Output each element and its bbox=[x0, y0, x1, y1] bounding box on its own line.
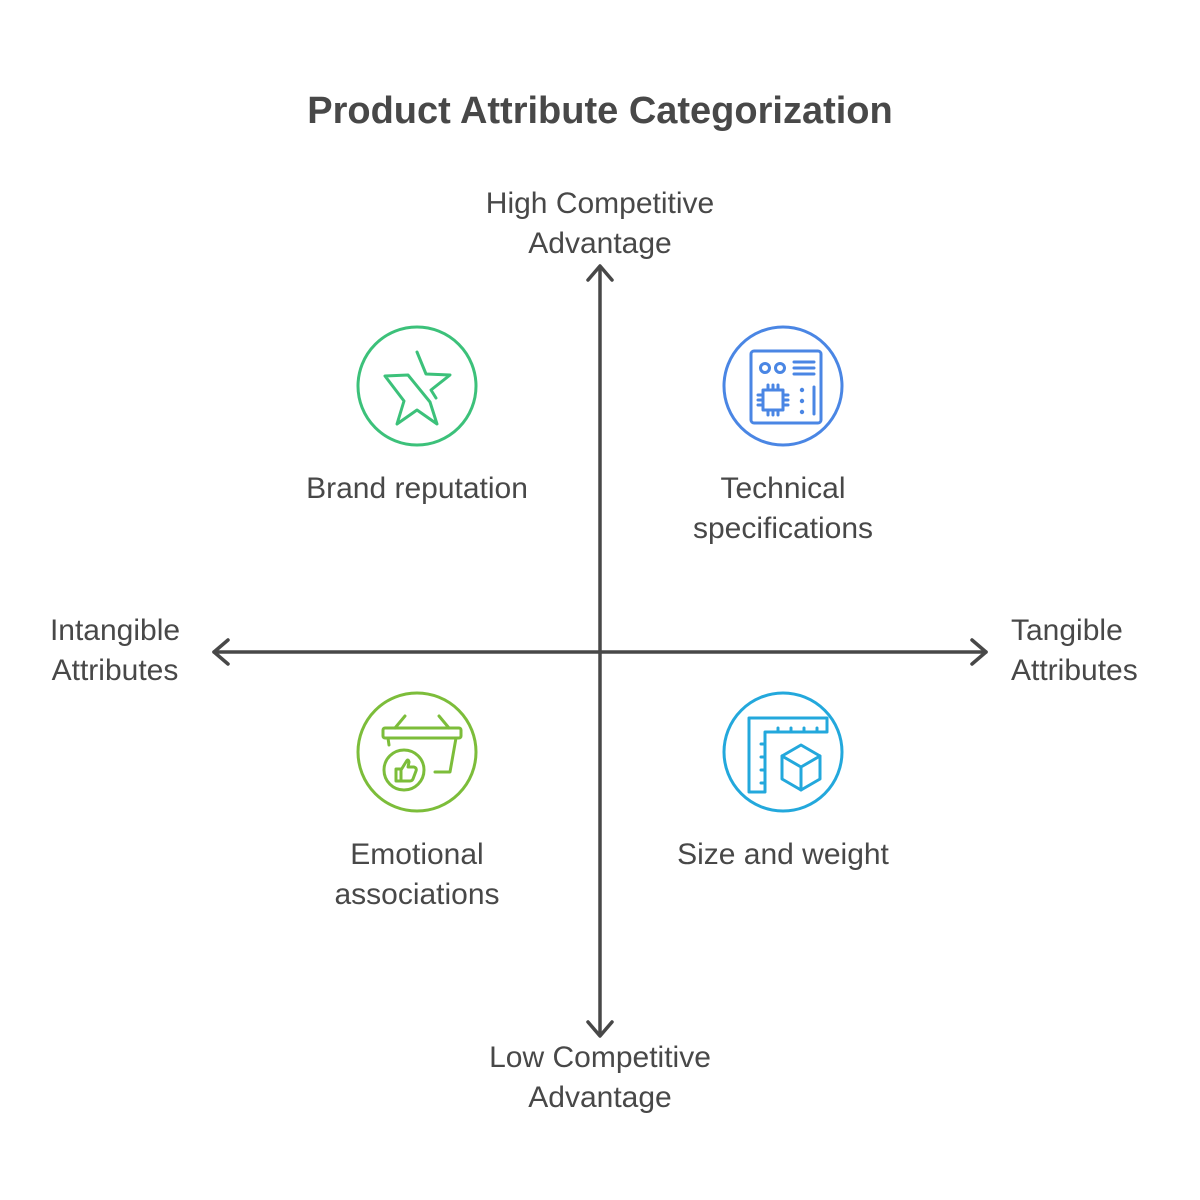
circuit-board-icon bbox=[722, 325, 844, 447]
quadrant-label-technical-specifications: Technical specifications bbox=[623, 469, 943, 549]
star-icon bbox=[356, 325, 478, 447]
arrow-left-icon bbox=[212, 638, 230, 666]
label-line: Size and weight bbox=[677, 838, 889, 871]
arrow-up-icon bbox=[586, 264, 614, 282]
ruler-cube-icon bbox=[722, 691, 844, 813]
arrow-right-icon bbox=[970, 638, 988, 666]
axis-label-top: High Competitive Advantage bbox=[420, 184, 780, 264]
label-line: Technical bbox=[720, 472, 846, 505]
quadrant-label-brand-reputation: Brand reputation bbox=[257, 469, 577, 509]
axis-label-right-line2: Attributes bbox=[1011, 654, 1138, 687]
arrow-down-icon bbox=[586, 1020, 614, 1038]
axis-label-top-line2: Advantage bbox=[528, 227, 672, 260]
axis-label-bottom-line1: Low Competitive bbox=[489, 1041, 711, 1074]
axis-label-right-line1: Tangible bbox=[1011, 614, 1123, 647]
axis-label-bottom-line2: Advantage bbox=[528, 1081, 672, 1114]
label-line: Brand reputation bbox=[306, 472, 528, 505]
label-line: Emotional bbox=[350, 838, 484, 871]
diagram-title: Product Attribute Categorization bbox=[307, 90, 893, 132]
quadrant-label-emotional-associations: Emotional associations bbox=[257, 835, 577, 915]
axis-label-bottom: Low Competitive Advantage bbox=[420, 1038, 780, 1118]
axis-label-top-line1: High Competitive bbox=[485, 187, 715, 220]
label-line: associations bbox=[334, 878, 500, 911]
label-line: specifications bbox=[692, 512, 874, 545]
axis-label-right: Tangible Attributes bbox=[990, 611, 1180, 691]
quadrant-label-size-and-weight: Size and weight bbox=[623, 835, 943, 875]
axis-label-left-line1: Intangible bbox=[49, 614, 181, 647]
basket-thumbs-up-icon bbox=[356, 691, 478, 813]
axis-label-left: Intangible Attributes bbox=[20, 611, 210, 691]
axis-label-left-line2: Attributes bbox=[51, 654, 179, 687]
